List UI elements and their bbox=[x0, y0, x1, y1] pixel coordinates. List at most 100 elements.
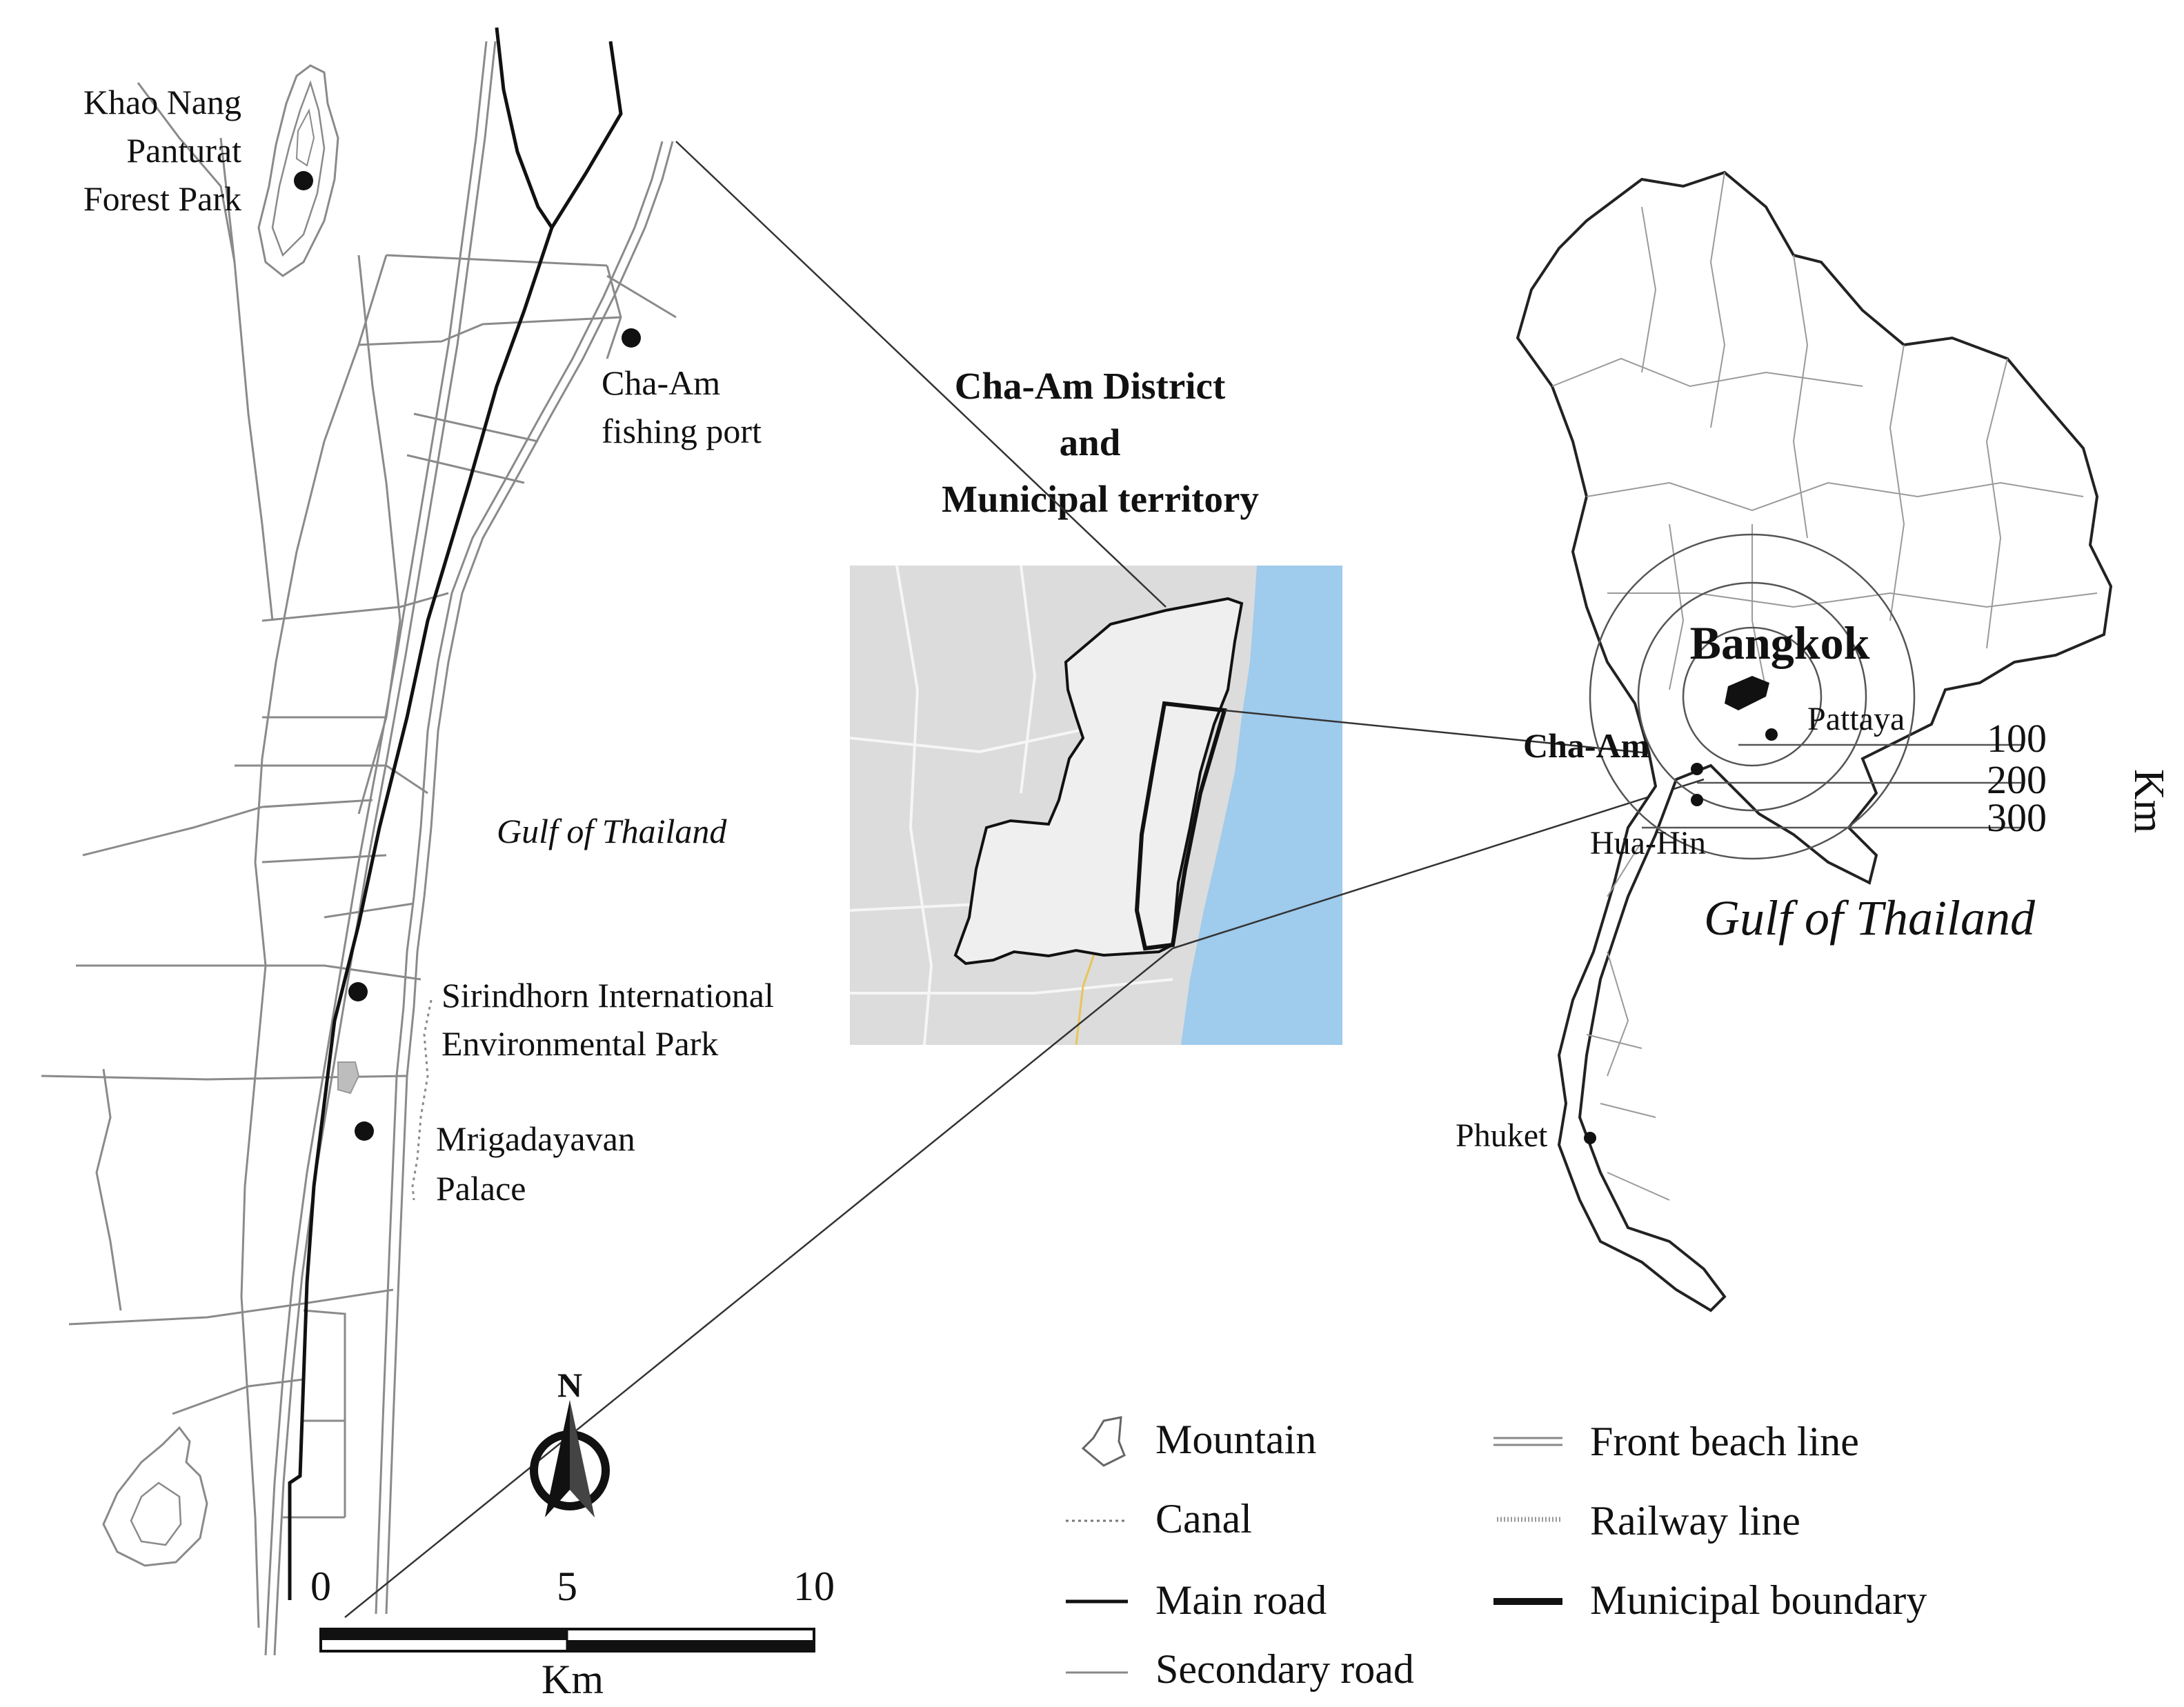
cha-am-marker bbox=[1691, 763, 1703, 775]
sirindhorn-marker bbox=[348, 982, 368, 1001]
park-area bbox=[337, 1061, 360, 1095]
sec-road-21 bbox=[219, 137, 274, 621]
distance-rings bbox=[1589, 533, 2021, 860]
local-places bbox=[294, 171, 641, 1141]
ring-100 bbox=[1682, 626, 1823, 767]
label-khao-nang-3: Forest Park bbox=[83, 179, 241, 218]
scale-bar-segment-1 bbox=[321, 1629, 567, 1640]
label-khao-nang-1: Khao Nang bbox=[83, 83, 241, 121]
ring-label-200: 200 bbox=[1987, 757, 2047, 802]
scale-tick-5: 5 bbox=[557, 1564, 577, 1609]
ring-300 bbox=[1589, 533, 1916, 860]
municipal-polygon-inset bbox=[1134, 701, 1227, 951]
mountain-khao-nang-inner bbox=[271, 80, 326, 257]
legend-municipal-label: Municipal boundary bbox=[1590, 1577, 1927, 1623]
legend-front-beach-label: Front beach line bbox=[1590, 1419, 1859, 1464]
hua-hin-marker bbox=[1691, 794, 1703, 806]
mountain-khao-nang-peak bbox=[295, 108, 315, 167]
main-roads bbox=[288, 27, 623, 1600]
sec-road-4 bbox=[406, 454, 525, 484]
main-road-north bbox=[495, 27, 623, 231]
district-inset bbox=[849, 565, 1342, 1046]
north-arrow bbox=[530, 1400, 610, 1517]
connector-lines bbox=[344, 141, 1705, 1618]
scale-tick-10: 10 bbox=[793, 1564, 835, 1609]
railway-a bbox=[264, 41, 488, 1656]
label-mrigadayavan-1: Mrigadayavan bbox=[436, 1119, 635, 1158]
label-bangkok: Bangkok bbox=[1690, 617, 1870, 669]
sec-road-11 bbox=[76, 964, 421, 981]
inset-sea bbox=[1181, 566, 1342, 1045]
inner-road bbox=[357, 254, 401, 815]
pattaya-marker bbox=[1765, 728, 1778, 741]
title-line-2: and bbox=[1060, 421, 1121, 463]
north-label: N bbox=[557, 1366, 582, 1404]
scale-unit: Km bbox=[542, 1657, 604, 1702]
ring-200 bbox=[1637, 581, 1867, 812]
sec-road-8 bbox=[82, 799, 373, 857]
sec-road-13 bbox=[68, 1288, 394, 1326]
label-sirindhorn-1: Sirindhorn International bbox=[441, 976, 774, 1015]
title-line-3: Municipal territory bbox=[942, 478, 1259, 520]
north-arrow-shade bbox=[570, 1400, 595, 1517]
ring-label-300: 300 bbox=[1987, 795, 2047, 840]
sec-road-10 bbox=[324, 902, 415, 919]
label-khao-nang-2: Panturat bbox=[126, 131, 241, 170]
label-hua-hin: Hua-Hin bbox=[1590, 825, 1706, 861]
ring-label-100: 100 bbox=[1987, 716, 2047, 761]
legend-secondary-road-label: Secondary road bbox=[1155, 1646, 1414, 1692]
label-fishing-port-2: fishing port bbox=[602, 412, 762, 450]
label-fishing-port-1: Cha-Am bbox=[602, 363, 720, 402]
sec-road-19 bbox=[606, 274, 677, 319]
sec-road-20 bbox=[95, 1068, 122, 1311]
phuket-marker bbox=[1584, 1132, 1596, 1144]
khao-nang-marker bbox=[294, 171, 313, 190]
label-pattaya: Pattaya bbox=[1807, 701, 1905, 737]
label-sirindhorn-2: Environmental Park bbox=[441, 1024, 718, 1063]
bangkok-area bbox=[1725, 676, 1769, 710]
sec-road-22 bbox=[137, 82, 236, 263]
mrigadayavan-marker bbox=[355, 1121, 374, 1141]
label-cha-am: Cha-Am bbox=[1523, 726, 1649, 765]
legend: Mountain Canal Main road Secondary road … bbox=[1066, 1416, 1927, 1692]
sec-road-7 bbox=[235, 764, 428, 795]
thailand-map bbox=[1516, 170, 2113, 1312]
title-line-1: Cha-Am District bbox=[955, 365, 1226, 407]
west-edge bbox=[240, 254, 388, 1628]
mountain-south-outer bbox=[102, 1426, 208, 1567]
thailand-outline bbox=[1516, 170, 2113, 1312]
legend-mountain-icon bbox=[1081, 1416, 1126, 1467]
coastline-outer bbox=[385, 141, 674, 1615]
sec-road-18 bbox=[606, 265, 622, 359]
canal-local bbox=[411, 999, 433, 1201]
city-markers bbox=[1584, 728, 1778, 1144]
label-phuket: Phuket bbox=[1456, 1117, 1548, 1154]
sec-road-3 bbox=[413, 412, 539, 443]
ring-unit-label: Km bbox=[2125, 769, 2172, 833]
sec-road-5 bbox=[261, 592, 449, 622]
legend-canal-label: Canal bbox=[1155, 1496, 1252, 1541]
mountain-south-inner bbox=[130, 1481, 182, 1546]
mountain-khao-nang-outer bbox=[257, 64, 339, 277]
sec-road-2 bbox=[358, 316, 622, 346]
label-mrigadayavan-2: Palace bbox=[436, 1169, 526, 1208]
legend-main-road-label: Main road bbox=[1155, 1577, 1327, 1623]
district-polygon bbox=[953, 597, 1244, 966]
label-gulf-local: Gulf of Thailand bbox=[497, 812, 727, 850]
scale-bar-segment-2 bbox=[567, 1640, 814, 1651]
sec-road-14 bbox=[172, 1378, 304, 1415]
label-gulf-national: Gulf of Thailand bbox=[1704, 890, 2036, 946]
coastline-inner bbox=[375, 141, 664, 1615]
province-lines bbox=[1551, 172, 2098, 1201]
sec-road-1 bbox=[386, 254, 608, 267]
scale-bar bbox=[319, 1628, 815, 1653]
local-map bbox=[41, 41, 677, 1656]
legend-mountain-label: Mountain bbox=[1155, 1417, 1316, 1462]
railway-b bbox=[273, 41, 497, 1656]
scale-tick-0: 0 bbox=[310, 1564, 331, 1609]
sec-road-15 bbox=[303, 1309, 346, 1517]
legend-railway-label: Railway line bbox=[1590, 1498, 1800, 1544]
fishing-port-marker bbox=[622, 328, 641, 348]
